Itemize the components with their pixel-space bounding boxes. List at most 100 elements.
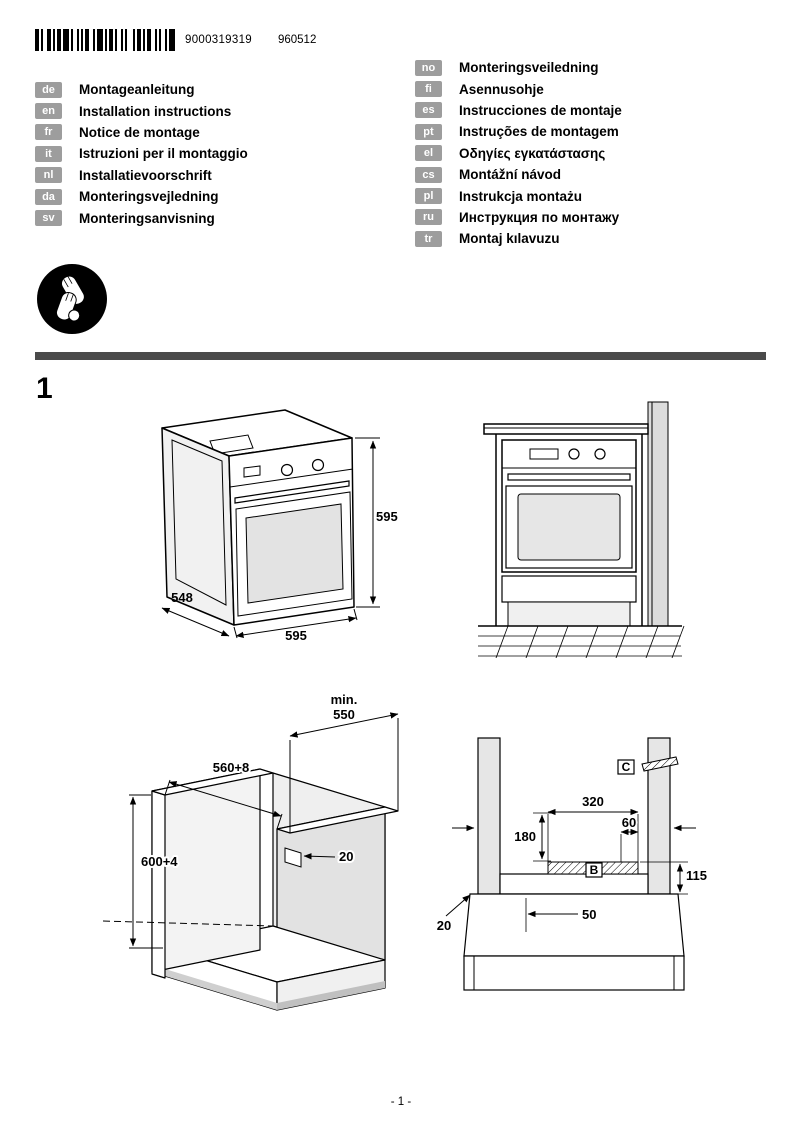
language-code-badge: it bbox=[35, 145, 62, 162]
language-row: pl Instrukcja montażu bbox=[415, 185, 622, 206]
language-code-badge: da bbox=[35, 188, 62, 205]
oven-door bbox=[235, 491, 353, 617]
language-code-badge: fr bbox=[35, 124, 62, 141]
dim-oven-width: 595 bbox=[285, 628, 307, 643]
barcode-number: 9000319319 bbox=[185, 34, 252, 46]
oven-front bbox=[501, 439, 637, 573]
date-code: 960512 bbox=[277, 34, 317, 46]
oven-handle bbox=[234, 480, 350, 504]
recess-drawing: B C bbox=[463, 737, 685, 991]
language-code-badge: nl bbox=[35, 167, 62, 184]
language-column-left: de Montageanleitung en Installation instru… bbox=[35, 79, 248, 229]
figure-cabinet-cutout-isometric: min. 550 560+8 600+4 20 bbox=[102, 692, 399, 1011]
oven-knob bbox=[594, 448, 606, 460]
language-title: Instrukcja montażu bbox=[459, 188, 583, 204]
language-row: en Installation instructions bbox=[35, 100, 248, 121]
header-barcode-row: 9000319319 960512 bbox=[35, 29, 316, 51]
figure-oven-dimensions: 595 595 548 bbox=[161, 409, 398, 643]
rear-spacer bbox=[284, 847, 302, 868]
dimension-lines: min. 550 560+8 600+4 20 bbox=[129, 692, 399, 949]
language-title: Asennusohje bbox=[459, 81, 544, 97]
strip-label-box bbox=[617, 759, 635, 775]
language-title: Instruções de montagem bbox=[459, 124, 619, 140]
language-title: Montageanleitung bbox=[79, 82, 195, 98]
dim-recess-height: 180 bbox=[514, 829, 536, 844]
strip-label-c: C bbox=[622, 760, 631, 774]
oven-display bbox=[529, 448, 559, 460]
dim-panel-gap: 20 bbox=[437, 918, 451, 933]
trim-strip-icon bbox=[641, 756, 679, 772]
language-row: sv Monteringsanvisning bbox=[35, 207, 248, 228]
floor-tiles bbox=[478, 625, 685, 658]
floor-slab bbox=[499, 873, 649, 895]
language-code-badge: cs bbox=[415, 166, 442, 183]
barcode bbox=[35, 29, 175, 51]
language-title: Montážní návod bbox=[459, 167, 561, 183]
figure-recess-cross-section: B C 320 60 180 115 20 50 bbox=[437, 737, 707, 991]
dim-oven-height: 595 bbox=[376, 509, 398, 524]
language-row: de Montageanleitung bbox=[35, 79, 248, 100]
language-code-badge: el bbox=[415, 145, 442, 162]
dim-cutout-height: 600+4 bbox=[141, 854, 178, 869]
drawer-front bbox=[501, 575, 637, 603]
language-code-badge: tr bbox=[415, 230, 442, 247]
base-body bbox=[463, 893, 685, 957]
section-divider-bar bbox=[35, 352, 766, 360]
language-row: nl Installatievoorschrift bbox=[35, 165, 248, 186]
language-row: cs Montážní návod bbox=[415, 164, 622, 185]
left-side-panel bbox=[477, 737, 501, 895]
dim-side-offset: 50 bbox=[582, 907, 596, 922]
language-code-badge: de bbox=[35, 81, 62, 98]
oven-handle bbox=[507, 473, 631, 481]
language-title: Monteringsanvisning bbox=[79, 210, 215, 226]
language-row: el Οδηγίες εγκατάστασης bbox=[415, 143, 622, 164]
worktop bbox=[483, 423, 649, 435]
language-title: Notice de montage bbox=[79, 124, 200, 140]
plinth bbox=[463, 955, 685, 991]
dim-socket-offset: 60 bbox=[622, 815, 636, 830]
language-title: Installation instructions bbox=[79, 103, 232, 119]
oven-knob bbox=[311, 458, 325, 472]
wall bbox=[647, 401, 669, 627]
oven-knob bbox=[280, 463, 294, 477]
language-code-badge: sv bbox=[35, 210, 62, 227]
dim-rear-gap: 20 bbox=[339, 849, 353, 864]
plinth bbox=[165, 969, 277, 1010]
page-number: - 1 - bbox=[390, 1096, 412, 1108]
language-row: pt Instruções de montagem bbox=[415, 121, 622, 142]
plinth bbox=[507, 601, 631, 627]
dim-recess-width: 320 bbox=[582, 794, 604, 809]
dim-oven-depth: 548 bbox=[171, 590, 193, 605]
dim-cutout-width: 560+8 bbox=[213, 760, 250, 775]
language-title: Installatievoorschrift bbox=[79, 167, 212, 183]
language-code-badge: pl bbox=[415, 188, 442, 205]
dimension-lines: 595 595 548 bbox=[161, 437, 398, 643]
oven-knob bbox=[568, 448, 580, 460]
language-row: it Istruzioni per il montaggio bbox=[35, 143, 248, 164]
language-title: Οδηγίες εγκατάστασης bbox=[459, 145, 606, 161]
oven-isometric-drawing bbox=[161, 409, 355, 626]
language-title: Instrucciones de montaje bbox=[459, 102, 622, 118]
figure-oven-installed-front-view bbox=[478, 401, 685, 658]
language-row: fr Notice de montage bbox=[35, 122, 248, 143]
language-title: Istruzioni per il montaggio bbox=[79, 146, 248, 162]
language-title: Monteringsveiledning bbox=[459, 60, 599, 76]
dimension-lines: 320 60 180 115 20 50 bbox=[437, 794, 707, 933]
language-code-badge: en bbox=[35, 103, 62, 120]
cabinet-drawing bbox=[102, 768, 399, 1011]
gloves-icon bbox=[36, 263, 108, 335]
zone-label-box bbox=[585, 862, 603, 878]
zone-label-b: B bbox=[590, 863, 599, 877]
dim-depth-min-label: min. bbox=[331, 692, 358, 707]
dim-depth-min-value: 550 bbox=[333, 707, 355, 722]
language-code-badge: pt bbox=[415, 123, 442, 140]
cabinet-left-panel bbox=[151, 768, 261, 973]
